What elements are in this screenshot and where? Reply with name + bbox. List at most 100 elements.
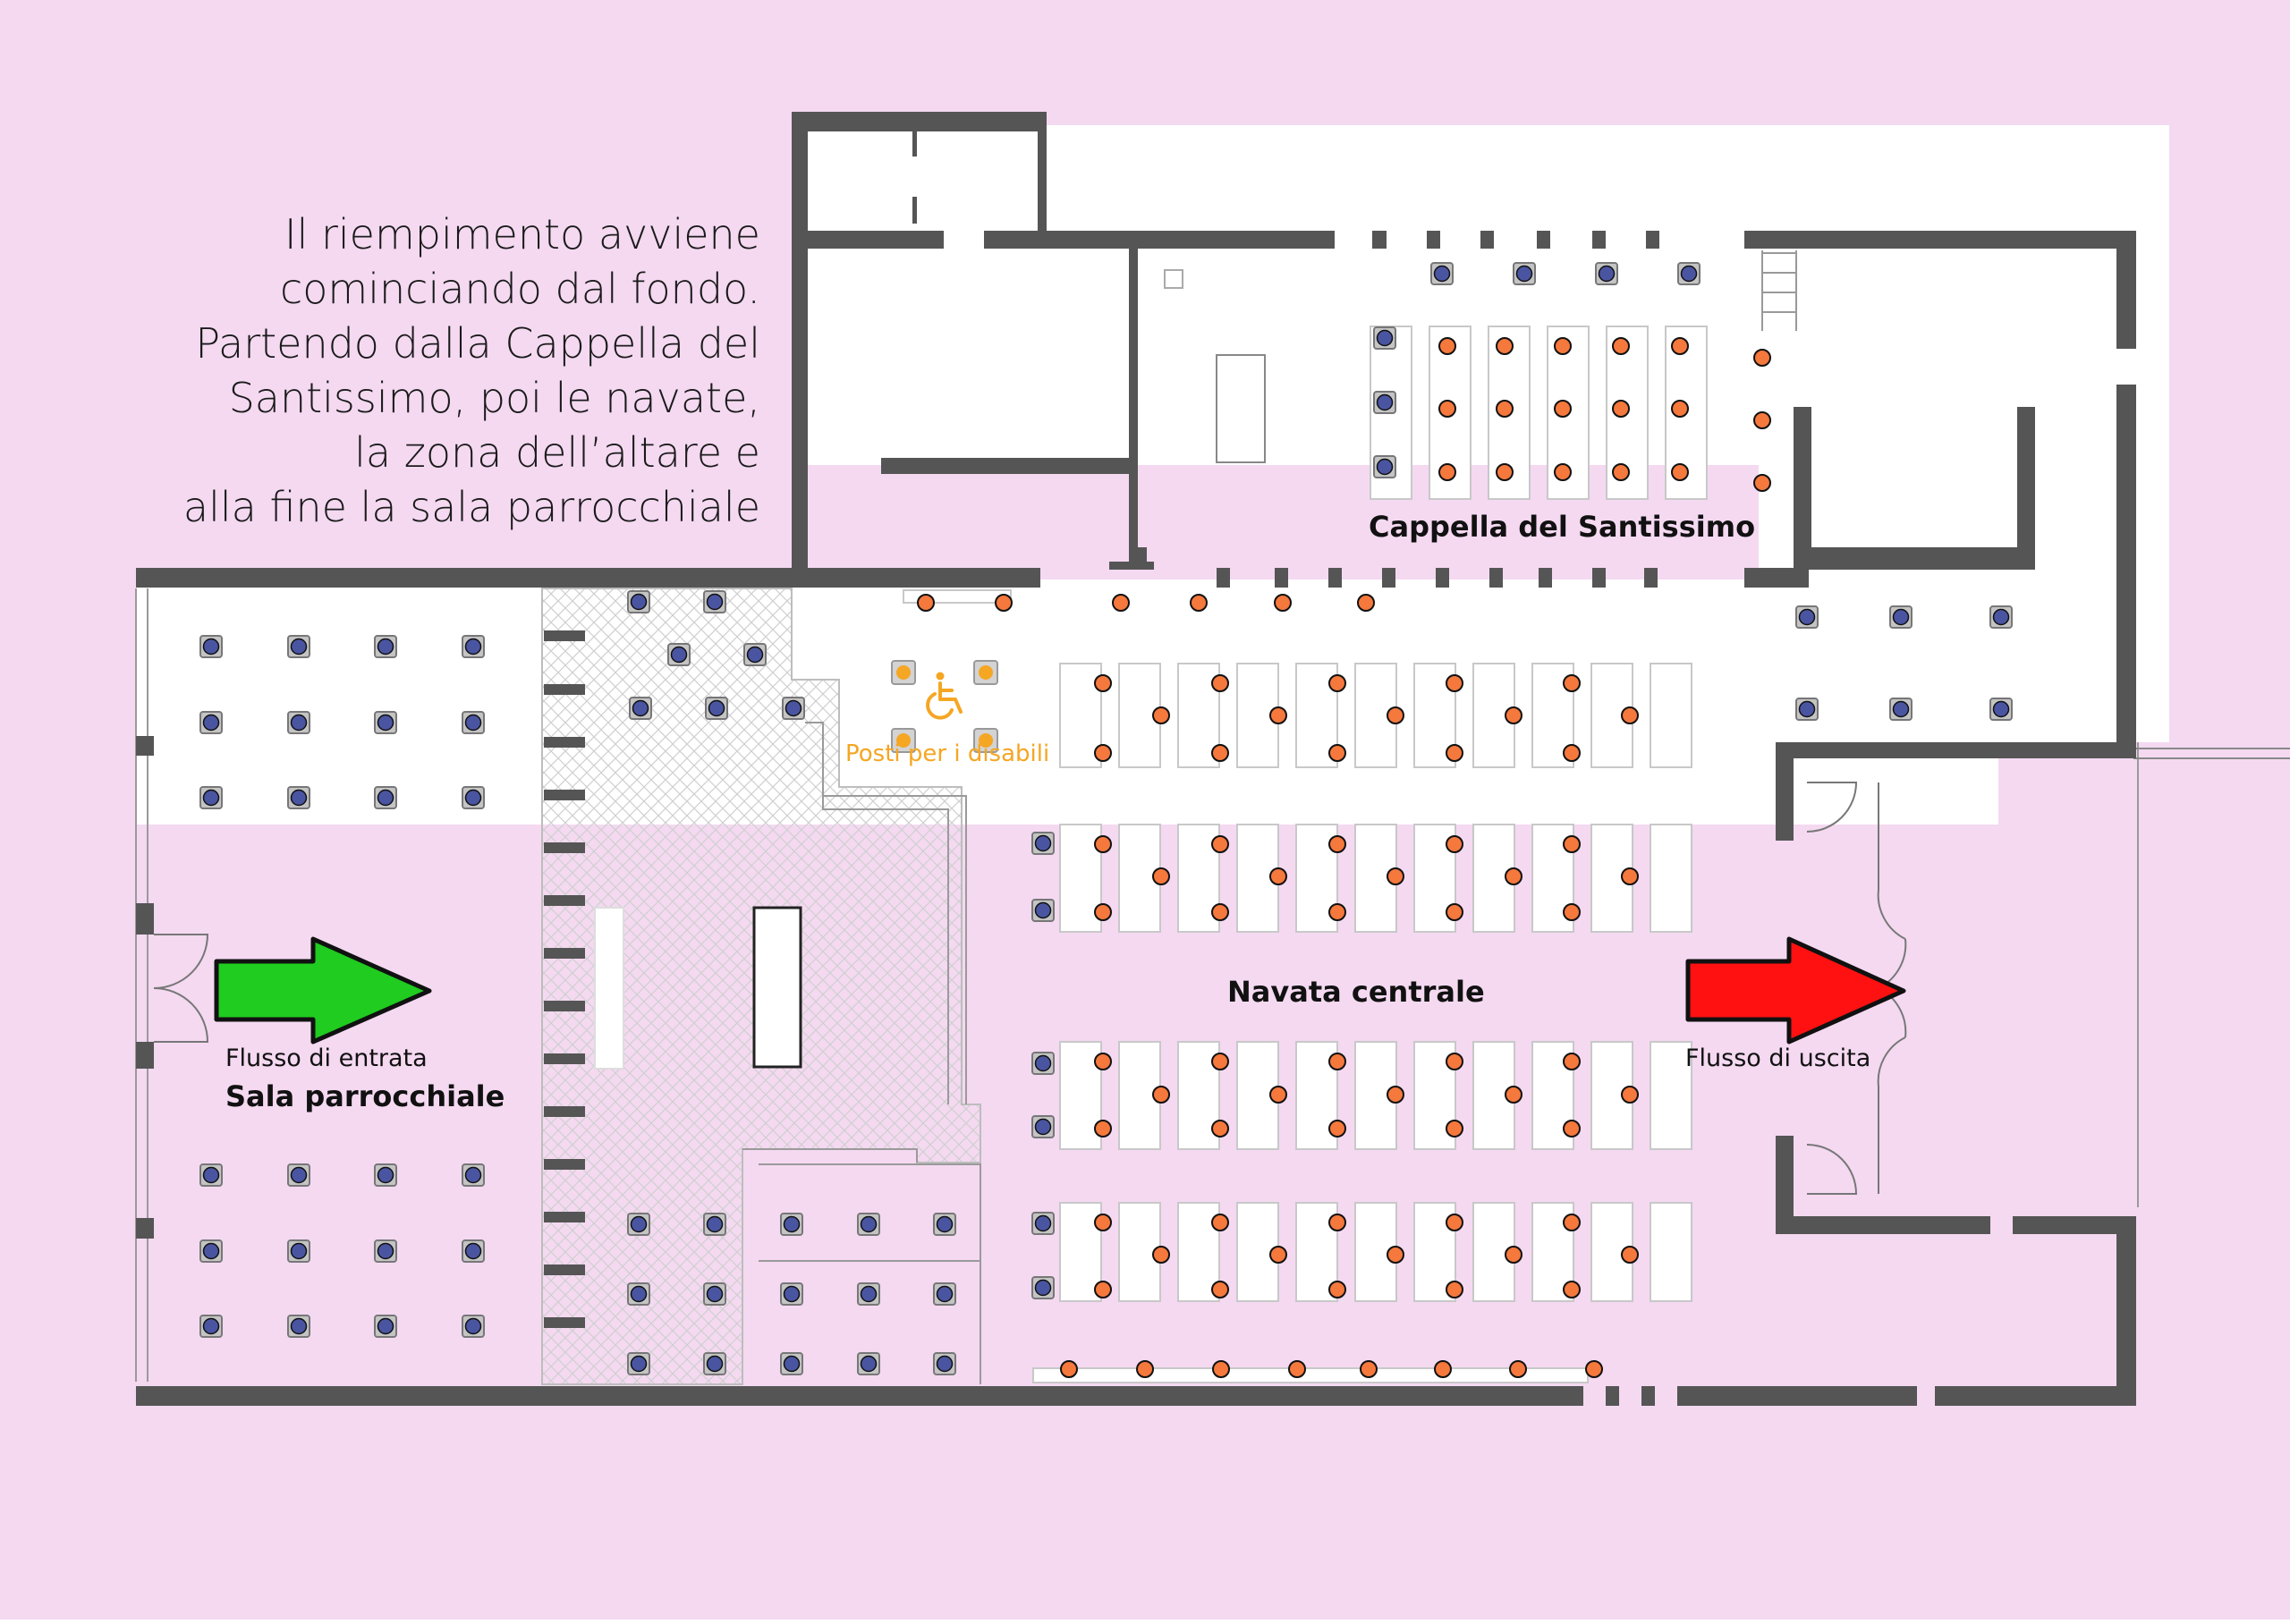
- reserved-seat-dot: [202, 638, 220, 656]
- intro-text: Il riempimento avviene cominciando dal f…: [54, 207, 760, 535]
- occupied-seat: [1387, 1246, 1404, 1264]
- wall-pier: [1537, 231, 1550, 249]
- occupied-seat: [1387, 867, 1404, 885]
- wall-pier: [544, 842, 585, 853]
- pew: [1059, 1202, 1102, 1302]
- occupied-seat: [1446, 1281, 1463, 1298]
- wall-pier: [136, 736, 154, 756]
- occupied-seat: [1269, 706, 1287, 724]
- reserved-seat-dot: [630, 1215, 648, 1233]
- reserved-seat-dot: [1798, 700, 1816, 718]
- reserved-seat-dot: [783, 1285, 801, 1303]
- wall-pier: [1382, 568, 1395, 588]
- reserved-seat-dot: [1034, 1054, 1052, 1072]
- occupied-seat: [1212, 1360, 1230, 1378]
- occupied-seat: [1563, 835, 1581, 853]
- wall-pier: [1644, 568, 1658, 588]
- wall-pier: [544, 1159, 585, 1170]
- reserved-seat-dot: [670, 646, 688, 664]
- occupied-seat: [1387, 706, 1404, 724]
- wall-segment: [1038, 112, 1047, 231]
- occupied-seat: [1496, 400, 1514, 418]
- occupied-seat: [1563, 903, 1581, 921]
- occupied-seat: [1753, 349, 1771, 367]
- occupied-seat: [1357, 594, 1375, 612]
- wall-segment: [2013, 1216, 2136, 1234]
- reserved-seat-dot: [785, 699, 802, 717]
- reserved-seat-dot: [377, 638, 394, 656]
- wall-pier: [1436, 568, 1449, 588]
- wall-pier: [544, 737, 585, 748]
- occupied-seat: [1136, 1360, 1154, 1378]
- reserved-seat-dot: [936, 1355, 954, 1373]
- occupied-seat: [1288, 1360, 1306, 1378]
- occupied-seat: [1496, 337, 1514, 355]
- wall-pier: [1275, 568, 1288, 588]
- reserved-seat-dot: [1376, 329, 1394, 347]
- altar-table: [752, 906, 802, 1069]
- reserved-seat-dot: [1680, 265, 1698, 283]
- occupied-seat: [1328, 1053, 1346, 1070]
- occupied-seat: [1446, 674, 1463, 692]
- reserved-seat-dot: [202, 1242, 220, 1260]
- nave-label: Navata centrale: [1227, 975, 1485, 1009]
- chapel-altar: [1216, 354, 1266, 463]
- door-swing: [1877, 1036, 1906, 1194]
- walls: [136, 112, 2136, 1406]
- wall-pier: [1592, 231, 1606, 249]
- reserved-seat-dot: [630, 593, 648, 611]
- wall-segment: [2116, 1216, 2136, 1406]
- reserved-seat-dot: [1892, 700, 1910, 718]
- parish-hall-label: Sala parrocchiale: [225, 1079, 505, 1113]
- wall-segment: [2116, 385, 2136, 758]
- reserved-seat-dot: [202, 1317, 220, 1335]
- pew: [1650, 663, 1692, 768]
- step-outline: [759, 1163, 981, 1384]
- occupied-seat: [1328, 1281, 1346, 1298]
- reserved-seat-dot: [936, 1215, 954, 1233]
- occupied-seat: [1621, 706, 1639, 724]
- occupied-seat: [917, 594, 935, 612]
- entry-flow-label: Flusso di entrata: [225, 1045, 428, 1072]
- occupied-seat: [1753, 474, 1771, 492]
- occupied-seat: [1328, 903, 1346, 921]
- entry-flow-arrow: [214, 936, 432, 1045]
- accessible-seat-dot: [979, 733, 993, 748]
- reserved-seat-dot: [290, 1242, 308, 1260]
- occupied-seat: [1328, 674, 1346, 692]
- flow-arrows: [214, 936, 1906, 1045]
- occupied-seat: [1094, 903, 1112, 921]
- occupied-seat: [1509, 1360, 1527, 1378]
- wall-pier: [544, 1001, 585, 1011]
- occupied-seat: [1505, 1086, 1522, 1104]
- wall-pier: [136, 903, 154, 935]
- wall-segment: [1744, 568, 1809, 588]
- occupied-seat: [1211, 903, 1229, 921]
- occupied-seat: [1094, 1281, 1112, 1298]
- reserved-seat-dot: [290, 789, 308, 807]
- wall-pier: [544, 790, 585, 800]
- occupied-seat: [1554, 337, 1572, 355]
- occupied-seat: [1563, 1281, 1581, 1298]
- reserved-seat-dot: [377, 1242, 394, 1260]
- pew: [1059, 663, 1102, 768]
- reserved-seat-dot: [1515, 265, 1533, 283]
- reserved-seat-dot: [1433, 265, 1451, 283]
- occupied-seat: [1211, 835, 1229, 853]
- wall-pier: [544, 1053, 585, 1064]
- occupied-seat: [1505, 706, 1522, 724]
- occupied-seat: [1190, 594, 1208, 612]
- occupied-seat: [1152, 1246, 1170, 1264]
- door-swing: [1806, 782, 1858, 833]
- reserved-seat-dot: [1376, 458, 1394, 476]
- occupied-seat: [1328, 1214, 1346, 1231]
- occupied-seat: [1328, 1120, 1346, 1138]
- reserved-seat-dot: [632, 699, 649, 717]
- reserved-seat-dot: [630, 1355, 648, 1373]
- wall-pier: [912, 125, 917, 156]
- occupied-seat: [1563, 1053, 1581, 1070]
- wall-pier: [912, 197, 917, 224]
- reserved-seat-dot: [708, 699, 725, 717]
- reserved-seat-dot: [1376, 393, 1394, 411]
